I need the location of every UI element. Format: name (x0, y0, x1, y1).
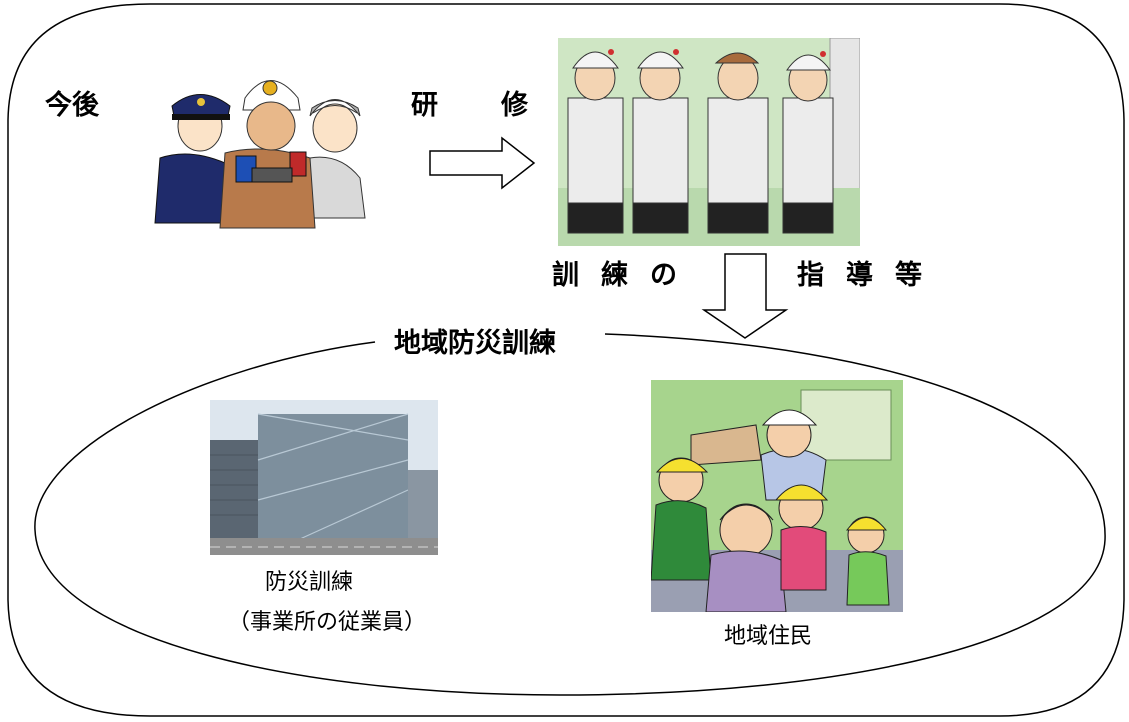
regional-drill-label: 地域防災訓練 (388, 330, 562, 357)
instructors-illustration (558, 38, 860, 246)
residents-label: 地域住民 (724, 624, 813, 649)
responders-illustration (154, 80, 366, 229)
guidance-label: 訓練の 指導等 (552, 260, 944, 291)
community-ellipse (34, 333, 1106, 696)
training-label: 研 修 (411, 90, 546, 121)
office-building-photo (210, 400, 438, 555)
future-label: 今後 (45, 90, 99, 121)
residents-illustration (651, 380, 903, 612)
outer-rounded-frame (7, 3, 1125, 717)
down-arrow-icon (701, 253, 789, 339)
office-drill-label: 防災訓練 (265, 570, 354, 595)
right-arrow-icon (429, 136, 536, 190)
office-drill-sublabel: （事業所の従業員） (228, 610, 427, 635)
